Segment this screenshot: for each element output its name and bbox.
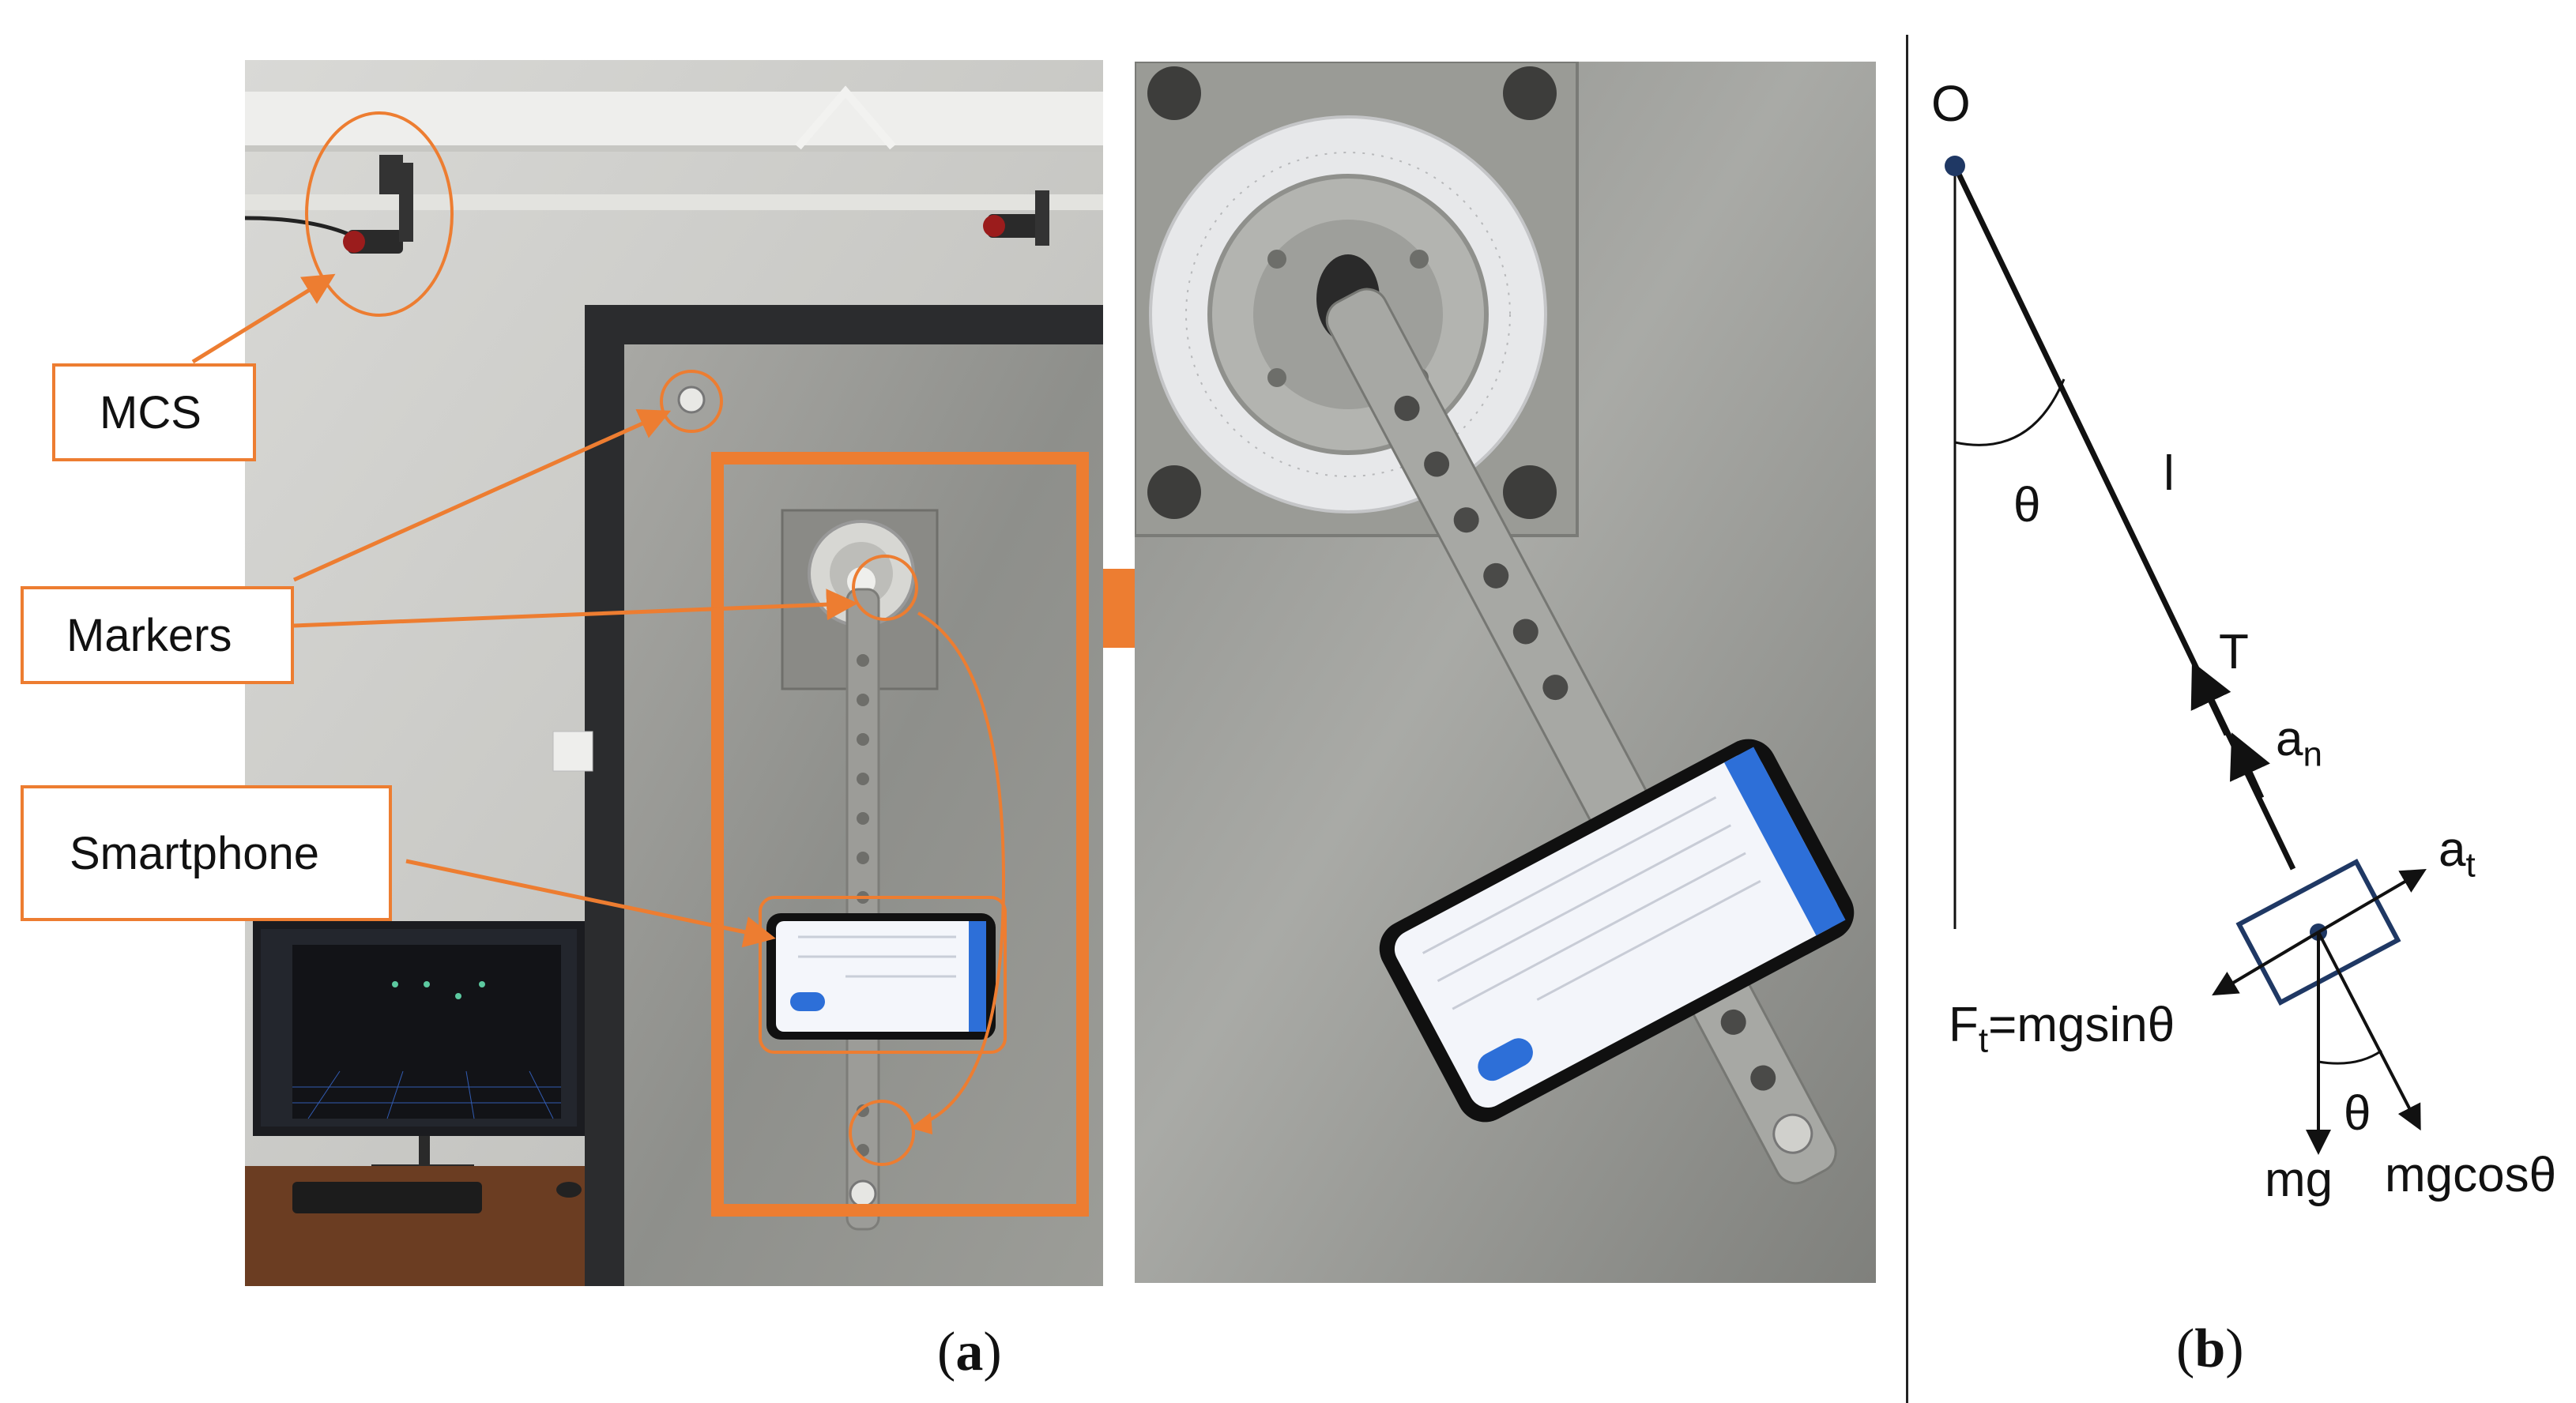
caption-a-open: ( bbox=[937, 1322, 956, 1382]
pivot-label: O bbox=[1931, 75, 1971, 132]
swing-arc bbox=[917, 611, 1006, 1124]
label-markers-text: Markers bbox=[66, 609, 232, 661]
marker-highlight-bottom bbox=[849, 1100, 915, 1166]
caption-b-open: ( bbox=[2176, 1318, 2195, 1379]
zoom-frame bbox=[711, 452, 1089, 1217]
angle-label-bottom: θ bbox=[2344, 1086, 2371, 1141]
panel-divider bbox=[1906, 35, 1908, 1403]
label-markers: Markers bbox=[21, 586, 294, 684]
normal-acceleration-arrow bbox=[2229, 732, 2270, 799]
mcs-highlight bbox=[305, 111, 454, 317]
label-mcs-text: MCS bbox=[100, 386, 201, 438]
lab-photo-drawing bbox=[245, 60, 1103, 1286]
caption-b-letter: b bbox=[2194, 1318, 2226, 1379]
label-smartphone: Smartphone bbox=[21, 785, 392, 921]
tension-label: T bbox=[2219, 625, 2249, 679]
label-smartphone-text: Smartphone bbox=[70, 827, 319, 879]
marker-highlight-door bbox=[660, 370, 723, 433]
caption-b: (b) bbox=[2176, 1318, 2244, 1381]
ft-base: F bbox=[1949, 998, 1979, 1052]
arrow-smartphone bbox=[405, 859, 776, 948]
lab-photo bbox=[245, 60, 1103, 1286]
at-base: a bbox=[2439, 822, 2466, 877]
mocap-camera-right bbox=[983, 190, 1049, 246]
pendulum-string bbox=[1952, 164, 2296, 871]
angle-arc-bottom bbox=[2318, 1049, 2382, 1065]
angle-arc-top bbox=[1954, 378, 2066, 446]
weight-label: mg bbox=[2265, 1153, 2333, 1207]
smartphone-highlight bbox=[759, 896, 1007, 1054]
ft-sub: t bbox=[1978, 1021, 1989, 1060]
caption-a-close: ) bbox=[983, 1322, 1002, 1382]
ft-rest: =mgsinθ bbox=[1988, 998, 2175, 1052]
tangential-force-label: Ft=mgsinθ bbox=[1949, 997, 2175, 1060]
arrow-mcs bbox=[191, 273, 336, 364]
at-sub: t bbox=[2465, 845, 2476, 885]
tension-arrow bbox=[2190, 661, 2231, 736]
closeup-photo-drawing bbox=[1135, 62, 1876, 1283]
tangential-acceleration-label: at bbox=[2439, 822, 2476, 885]
label-mcs: MCS bbox=[52, 363, 256, 461]
weight-normal-component-arrow bbox=[2317, 931, 2421, 1131]
caption-b-close: ) bbox=[2225, 1318, 2244, 1379]
normal-acceleration-label: an bbox=[2276, 711, 2322, 774]
tangential-force-arrow bbox=[2212, 931, 2320, 996]
length-label: l bbox=[2164, 446, 2175, 501]
arrow-marker-pendulum bbox=[293, 589, 858, 628]
caption-a: (a) bbox=[937, 1321, 1002, 1384]
pivot-point bbox=[1945, 156, 1965, 176]
an-base: a bbox=[2276, 712, 2303, 766]
closeup-photo bbox=[1135, 62, 1876, 1283]
caption-a-letter: a bbox=[955, 1322, 984, 1382]
an-sub: n bbox=[2303, 735, 2322, 774]
marker-highlight-top bbox=[852, 555, 918, 621]
arrow-marker-door bbox=[292, 409, 672, 582]
swing-arc-arrowhead bbox=[910, 1112, 932, 1134]
tangential-acceleration-arrow bbox=[2317, 868, 2427, 934]
mocap-camera-left bbox=[245, 155, 413, 254]
angle-label-top: θ bbox=[2013, 478, 2041, 532]
weight-normal-component-label: mgcosθ bbox=[2385, 1148, 2557, 1202]
pendulum-diagram bbox=[1945, 156, 2427, 1155]
